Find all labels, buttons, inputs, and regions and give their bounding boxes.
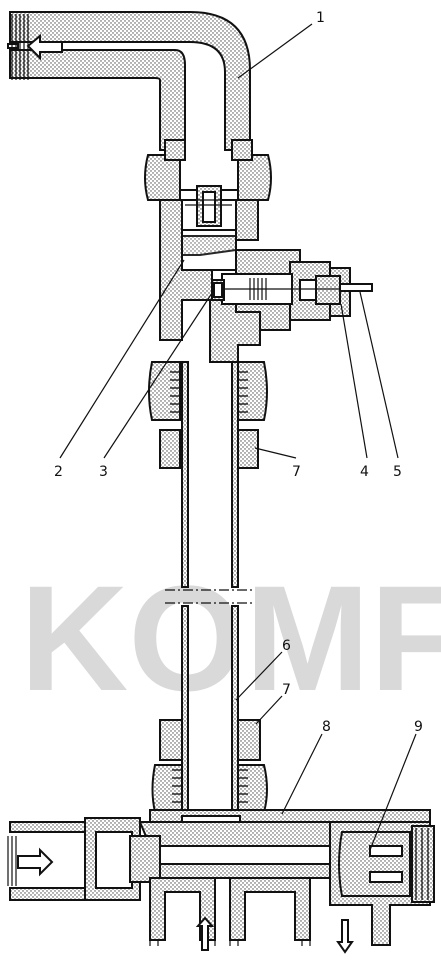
watermark: KOMFO: [20, 554, 441, 722]
leader-lines: [59, 23, 417, 851]
top-elbow-outlet: [7, 11, 251, 151]
callout-7-lower: 7: [282, 682, 291, 698]
callout-1: 1: [316, 10, 325, 26]
callout-4: 4: [360, 464, 369, 480]
callout-9: 9: [414, 719, 423, 735]
callout-6: 6: [282, 638, 291, 654]
upper-lower-union: [148, 361, 268, 469]
check-valve: [338, 825, 435, 903]
bottom-union: [151, 719, 268, 813]
arrow-down-icon: [336, 919, 354, 954]
callout-7-upper: 7: [292, 464, 301, 480]
callout-8: 8: [322, 719, 331, 735]
arrow-left-icon: [26, 33, 63, 61]
callout-3: 3: [99, 464, 108, 480]
probe-assembly: [211, 249, 373, 331]
arrow-up-icon: [195, 916, 215, 951]
arrow-right-icon: [17, 847, 54, 877]
callout-5: 5: [393, 464, 402, 480]
top-union-nut: [144, 139, 272, 227]
callout-2: 2: [54, 464, 63, 480]
valve-body-tee: [159, 199, 261, 363]
